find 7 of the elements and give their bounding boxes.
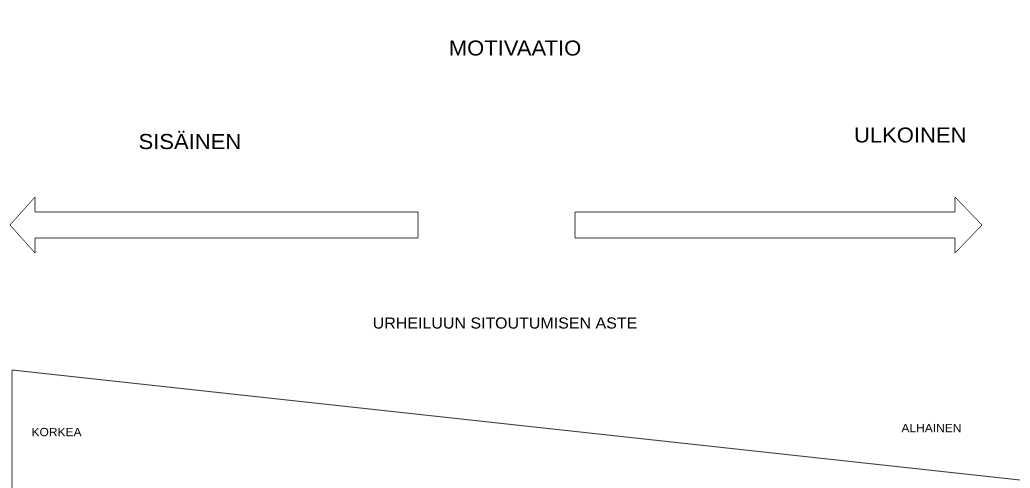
wedge-label: KORKEA [32,427,82,437]
label: SISÄINEN [139,130,240,150]
title: MOTIVAATIO [450,40,581,56]
wedge-label: ALHAINEN [901,423,961,433]
label: URHEILUUN SITOUTUMISEN ASTE [373,317,637,329]
label: ULKOINEN [855,127,965,143]
wedge-shape [11,369,1021,488]
